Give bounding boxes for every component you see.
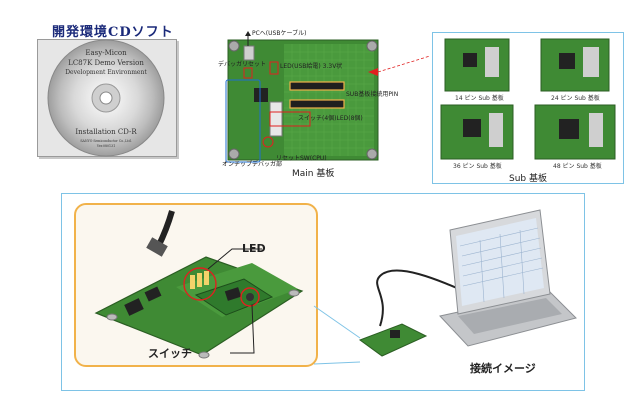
main-board-figure: PCへ(USBケーブル) デバッガリセット LED(USB給電) 3.3V状 S… [218,29,430,168]
cd-line-4: Installation CD-R [75,128,137,136]
callout-led: LED(USB給電) 3.3V状 [280,62,342,70]
cd-line-1: Easy-Micon [85,49,127,57]
switch-leader-line [230,304,255,354]
main-board-caption: Main 基板 [292,169,335,179]
connection-caption: 接続イメージ [470,362,536,375]
sub-pin-pointer-icon [368,68,378,76]
dip-switch-icon [269,101,283,137]
sub-label-36: 36 ピン Sub 基板 [453,163,502,170]
callout-pc: PCへ(USBケーブル) [252,29,306,37]
standoff-icon [228,40,240,52]
laptop-connection-figure [358,209,577,357]
sub-board-14pin [444,38,510,92]
sub-label-14: 14 ピン Sub 基板 [455,95,504,102]
standoff-icon [228,148,240,160]
callout-sub-pin: SUB基板接続用PIN [346,90,398,98]
sub-board-figures [440,38,616,160]
led-row-icon [190,271,209,289]
sub-board-panel: 14 ピン Sub 基板 24 ピン Sub 基板 36 ピン Sub 基板 4… [432,32,624,184]
callout-reset-sw: リセットSW(CPU) [276,155,327,162]
sub-pin-header-bottom [289,99,345,109]
usb-connector-icon [243,45,255,61]
led-leader-line [207,248,262,270]
debugger-chip-icon [254,88,268,102]
sub-board-36pin [440,104,514,160]
zoomed-board-box [74,203,318,367]
cd-line-2: LC87K Demo Version [68,59,144,67]
switch-label: スイッチ [148,347,192,360]
standoff-icon [366,148,378,160]
cd-small-line-1: SANYO Semiconductor Co.,Ltd. [80,139,131,143]
callout-switch-led: スイッチ(4個)LED(8個) [298,114,363,122]
reset-sw-marker [262,136,274,148]
sub-board-24pin [540,38,610,92]
sub-label-24: 24 ピン Sub 基板 [551,95,600,102]
cd-small-line-2: Ver.080131 [96,144,115,148]
switch-led-marker [269,111,311,127]
led-highlight [183,267,217,301]
switch-highlight [240,287,260,307]
sub-board-caption: Sub 基板 [509,174,547,184]
zoomed-board-figure [94,210,304,359]
sub-label-48: 48 ピン Sub 基板 [553,163,602,170]
switch-icon [246,293,254,301]
standoff-icon [366,40,378,52]
sub-board-48pin [534,104,616,160]
zoom-projection-lines [313,305,361,365]
sub-pin-dashed-line [377,55,430,73]
onchip-debugger-outline [225,79,261,163]
led-label: LED [242,242,266,255]
sub-pin-header-top [289,81,345,91]
cd-software-title: 開発環境CDソフト [52,25,174,40]
callout-onchip: オンチップデバッガ部 [222,160,282,168]
callout-debugger-reset: デバッガリセット [218,60,266,68]
cd-line-3: Development Environment [65,69,147,76]
cd-disc: Easy-Micon LC87K Demo Version Developmen… [47,39,165,157]
led-marker [269,61,279,75]
small-board-icon [358,323,428,357]
debugger-reset-marker [243,67,253,79]
usb-cable-icon [155,210,175,249]
